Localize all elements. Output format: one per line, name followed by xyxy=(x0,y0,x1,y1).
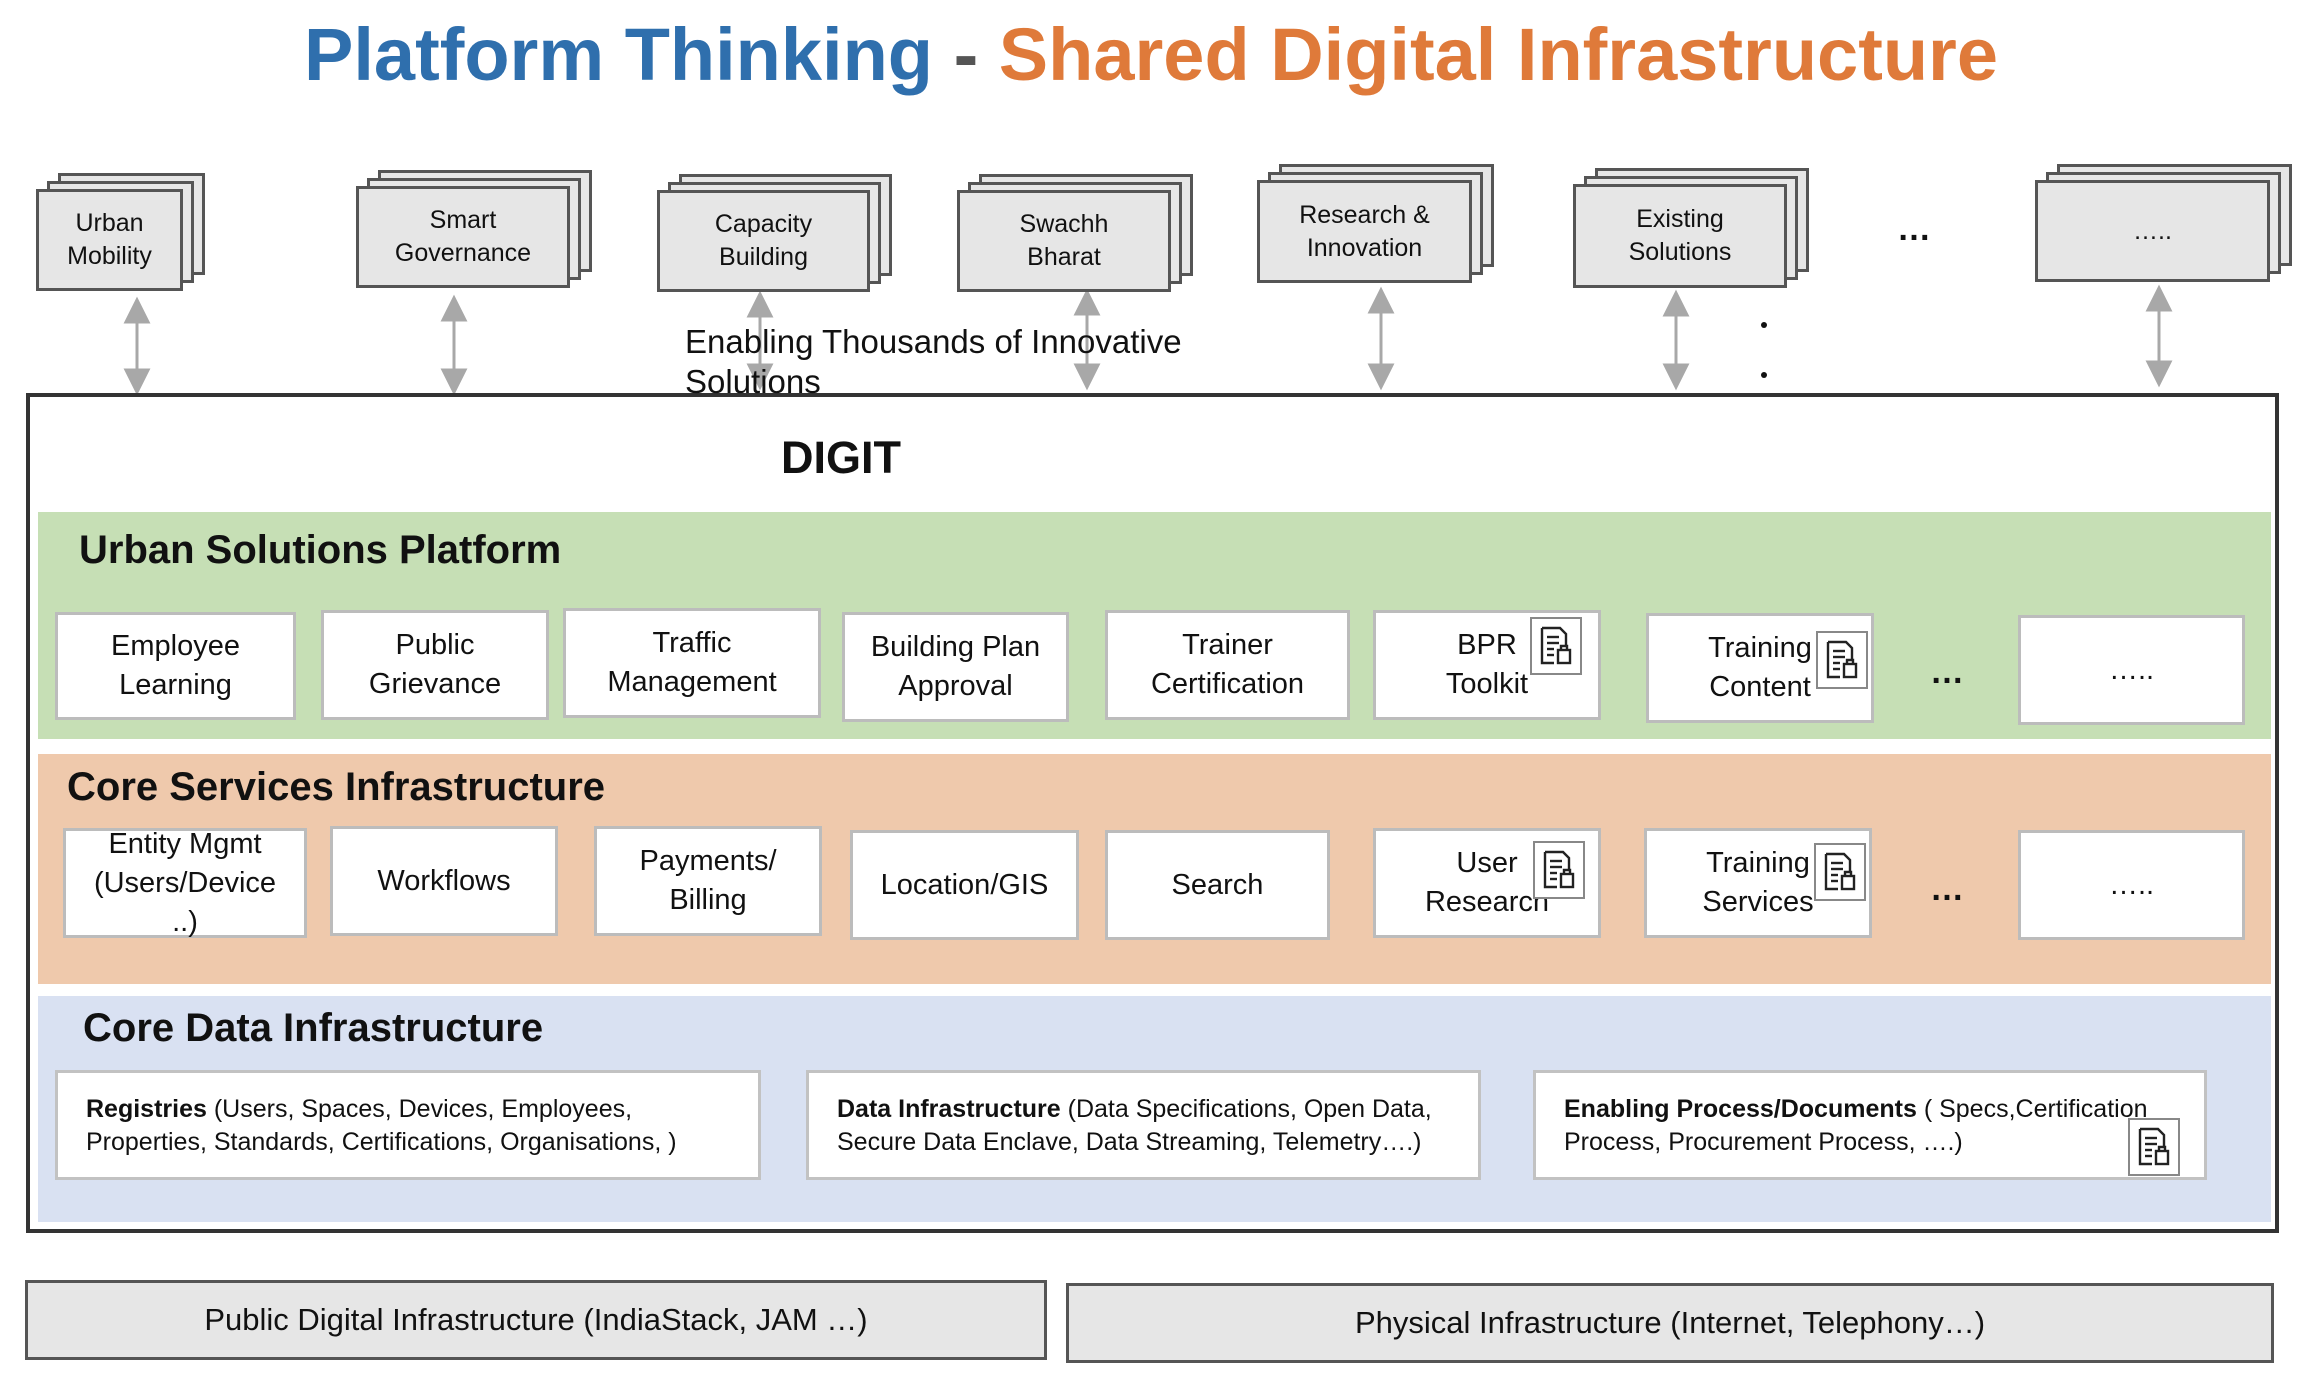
usp-box-training-content-label: Training Content xyxy=(1708,632,1812,703)
usp-box-public-grievance: Public Grievance xyxy=(321,610,549,720)
core-data-infrastructure-title: Core Data Infrastructure xyxy=(83,1006,544,1050)
solution-more-card: ….. xyxy=(2035,180,2270,282)
solution-capacity-building-label: Capacity Building xyxy=(714,210,813,271)
usp-box-building-plan-approval: Building Plan Approval xyxy=(842,612,1069,722)
usp-box-trainer-certification: Trainer Certification xyxy=(1105,610,1350,720)
title-part-1: Platform Thinking xyxy=(304,13,933,96)
csi-box-location-gis: Location/GIS xyxy=(850,830,1079,940)
solution-urban-mobility-label: Urban Mobility xyxy=(67,209,152,270)
vertical-dot xyxy=(1761,322,1767,328)
solution-more-label: ….. xyxy=(2133,216,2172,245)
solution-existing-solutions-card: Existing Solutions xyxy=(1573,184,1787,288)
cdi-box-registries: Registries (Users, Spaces, Devices, Empl… xyxy=(55,1070,761,1180)
cdi-box-heading: Registries xyxy=(86,1095,207,1123)
csi-box-payments-billing: Payments/ Billing xyxy=(594,826,822,936)
usp-box-trainer-certification-label: Trainer Certification xyxy=(1150,629,1305,700)
solution-smart-governance-card: Smart Governance xyxy=(356,186,570,288)
csi-box-training-services-label: Training Services xyxy=(1702,847,1814,918)
usp-box-traffic-management-label: Traffic Management xyxy=(607,627,777,698)
document-icon xyxy=(1530,617,1582,675)
csi-box-entity-mgmt-users-device: Entity Mgmt (Users/Device ..) xyxy=(63,828,307,938)
public-digital-infrastructure-box: Public Digital Infrastructure (IndiaStac… xyxy=(25,1280,1047,1360)
cdi-box-enabling-process-documents: Enabling Process/Documents ( Specs,Certi… xyxy=(1533,1070,2207,1180)
csi-box-more-label: ….. xyxy=(2108,868,2155,901)
physical-infrastructure-label: Physical Infrastructure (Internet, Telep… xyxy=(1354,1305,1986,1340)
document-icon xyxy=(1814,843,1866,901)
solution-capacity-building-card: Capacity Building xyxy=(657,190,870,292)
title-separator: - xyxy=(953,13,979,96)
usp-box-employee-learning-label: Employee Learning xyxy=(111,630,240,701)
csi-box-workflows: Workflows xyxy=(330,826,558,936)
page-title: Platform Thinking - Shared Digital Infra… xyxy=(0,12,2302,97)
urban-solutions-platform-title: Urban Solutions Platform xyxy=(79,528,562,572)
usp-box-employee-learning: Employee Learning xyxy=(55,612,296,720)
cdi-box-heading: Data Infrastructure xyxy=(837,1095,1061,1123)
csi-box-user-research-label: User Research xyxy=(1424,847,1550,918)
solutions-ellipsis: … xyxy=(1897,210,1932,248)
usp-box-traffic-management: Traffic Management xyxy=(563,608,821,718)
csi-box-location-gis-label: Location/GIS xyxy=(880,868,1049,901)
cdi-box-data-infrastructure: Data Infrastructure (Data Specifications… xyxy=(806,1070,1481,1180)
solution-urban-mobility-card: Urban Mobility xyxy=(36,189,183,291)
csi-box-entity-mgmt-users-device-label: Entity Mgmt (Users/Device ..) xyxy=(93,827,277,938)
csi-box-search: Search xyxy=(1105,830,1330,940)
csi-box-workflows-label: Workflows xyxy=(377,864,511,897)
document-icon xyxy=(1533,841,1585,899)
title-part-2: Shared Digital Infrastructure xyxy=(998,13,1998,96)
usp-box-public-grievance-label: Public Grievance xyxy=(368,629,502,700)
solution-research-innovation-label: Research & Innovation xyxy=(1299,200,1430,262)
document-icon xyxy=(2128,1118,2180,1176)
solution-swachh-bharat-card: Swachh Bharat xyxy=(957,190,1171,292)
cdi-box-text: Data Infrastructure (Data Specifications… xyxy=(837,1093,1478,1159)
usp-box-building-plan-approval-label: Building Plan Approval xyxy=(870,631,1041,702)
solution-smart-governance-label: Smart Governance xyxy=(394,206,532,267)
cdi-box-detail: (Data Specifications, Open Data, Secure … xyxy=(837,1095,1432,1156)
public-digital-infrastructure-label: Public Digital Infrastructure (IndiaStac… xyxy=(204,1302,868,1337)
cdi-box-detail: ( Specs,Certification Process, Procureme… xyxy=(1564,1095,2148,1156)
document-icon xyxy=(1816,631,1868,689)
enabling-caption: Enabling Thousands of Innovative Solutio… xyxy=(685,323,1182,400)
csi-box-payments-billing-label: Payments/ Billing xyxy=(639,845,777,916)
cdi-box-text: Enabling Process/Documents ( Specs,Certi… xyxy=(1564,1093,2204,1159)
core-services-infrastructure-title: Core Services Infrastructure xyxy=(67,765,606,809)
usp-ellipsis: … xyxy=(1930,653,1965,691)
solution-research-innovation-card: Research & Innovation xyxy=(1257,180,1472,283)
cdi-box-text: Registries (Users, Spaces, Devices, Empl… xyxy=(86,1093,758,1159)
solution-existing-solutions-label: Existing Solutions xyxy=(1628,205,1732,266)
cdi-box-heading: Enabling Process/Documents xyxy=(1564,1095,1917,1123)
csi-box-search-label: Search xyxy=(1171,868,1264,901)
vertical-dot xyxy=(1761,372,1767,378)
solution-swachh-bharat-label: Swachh Bharat xyxy=(1019,210,1109,271)
cdi-box-detail: (Users, Spaces, Devices, Employees, Prop… xyxy=(86,1095,677,1156)
usp-box-more-label: ….. xyxy=(2108,653,2155,686)
csi-ellipsis: … xyxy=(1930,870,1965,908)
digit-title: DIGIT xyxy=(781,432,901,483)
csi-box-more: ….. xyxy=(2018,830,2245,940)
usp-box-more: ….. xyxy=(2018,615,2245,725)
usp-box-bpr-toolkit-label: BPR Toolkit xyxy=(1445,629,1529,700)
physical-infrastructure-box: Physical Infrastructure (Internet, Telep… xyxy=(1066,1283,2274,1363)
